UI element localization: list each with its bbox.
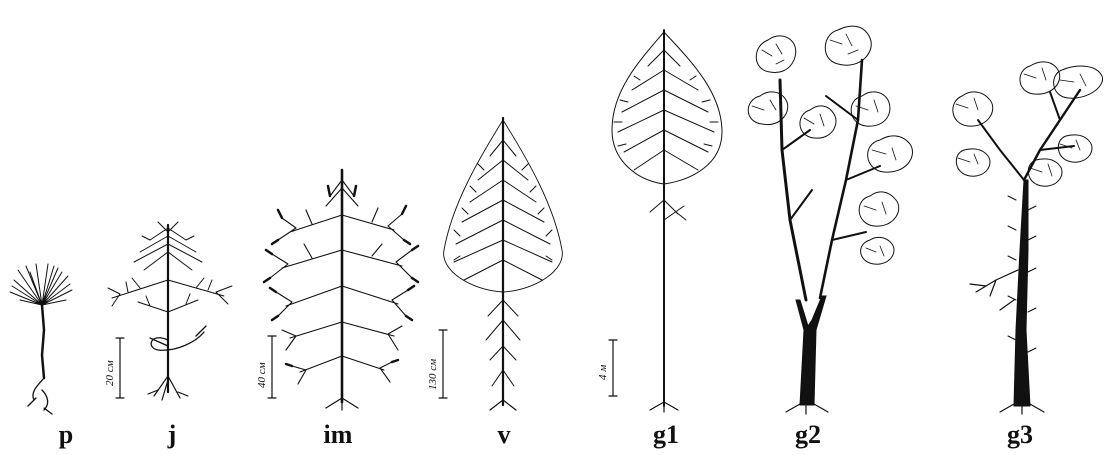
stage-label-v: v [498,420,511,449]
scale-bar-g1: 4 м [597,340,617,396]
stage-label-g2: g2 [795,420,821,449]
immature-im-drawing [264,170,418,410]
juvenile-j-drawing [108,222,232,400]
scale-label-v: 130 см [427,359,439,390]
stage-label-j: j [167,420,177,449]
stage-label-g3: g3 [1007,420,1033,449]
old-generative-g3-drawing [953,62,1103,414]
mature-generative-g2-drawing [748,26,912,414]
scale-bar-v: 130 см [427,330,447,398]
stage-label-g1: g1 [653,420,679,449]
scale-bar-im: 40 см [256,336,276,398]
virginile-v-drawing [444,118,563,410]
seedling-p-drawing [10,264,72,414]
stage-label-p: p [59,420,73,449]
scale-label-j: 20 см [104,360,116,386]
scale-label-g1: 4 м [597,365,609,380]
scale-label-im: 40 см [256,362,268,388]
young-generative-g1-drawing [612,30,722,412]
scale-bar-j: 20 см [104,338,124,398]
stage-label-im: im [324,420,353,449]
